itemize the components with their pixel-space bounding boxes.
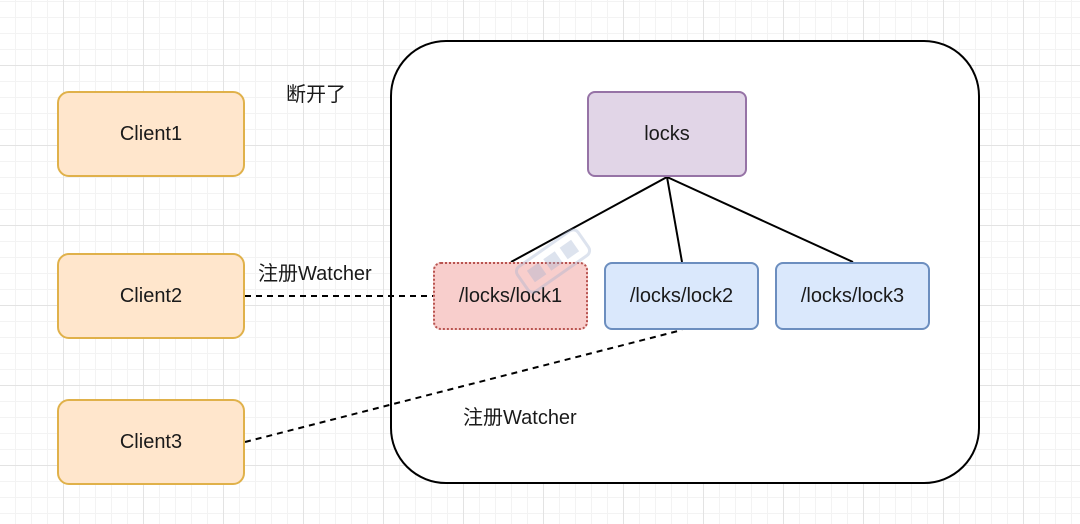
lock1-node: /locks/lock1 [433, 262, 588, 330]
locks-root-node: locks [587, 91, 747, 177]
lock3-node: /locks/lock3 [775, 262, 930, 330]
lock1-label: /locks/lock1 [458, 284, 563, 307]
client2-label: Client2 [119, 284, 183, 307]
client1-node: Client1 [57, 91, 245, 177]
client2-node: Client2 [57, 253, 245, 339]
disconnected-label: 断开了 [286, 84, 346, 106]
lock2-label: /locks/lock2 [629, 284, 734, 307]
client3-node: Client3 [57, 399, 245, 485]
edge-locks-lock1 [510, 176, 668, 263]
watcher-label-client3: 注册Watcher [463, 407, 577, 429]
locks-root-label: locks [644, 122, 690, 145]
client3-label: Client3 [119, 430, 183, 453]
lock2-node: /locks/lock2 [604, 262, 759, 330]
edge-locks-lock3 [666, 176, 854, 263]
edge-client3-lock2 [244, 329, 683, 443]
client1-label: Client1 [119, 122, 183, 145]
lock3-label: /locks/lock3 [800, 284, 905, 307]
edge-locks-lock2 [666, 176, 683, 263]
watcher-label-client2: 注册Watcher [258, 263, 372, 285]
